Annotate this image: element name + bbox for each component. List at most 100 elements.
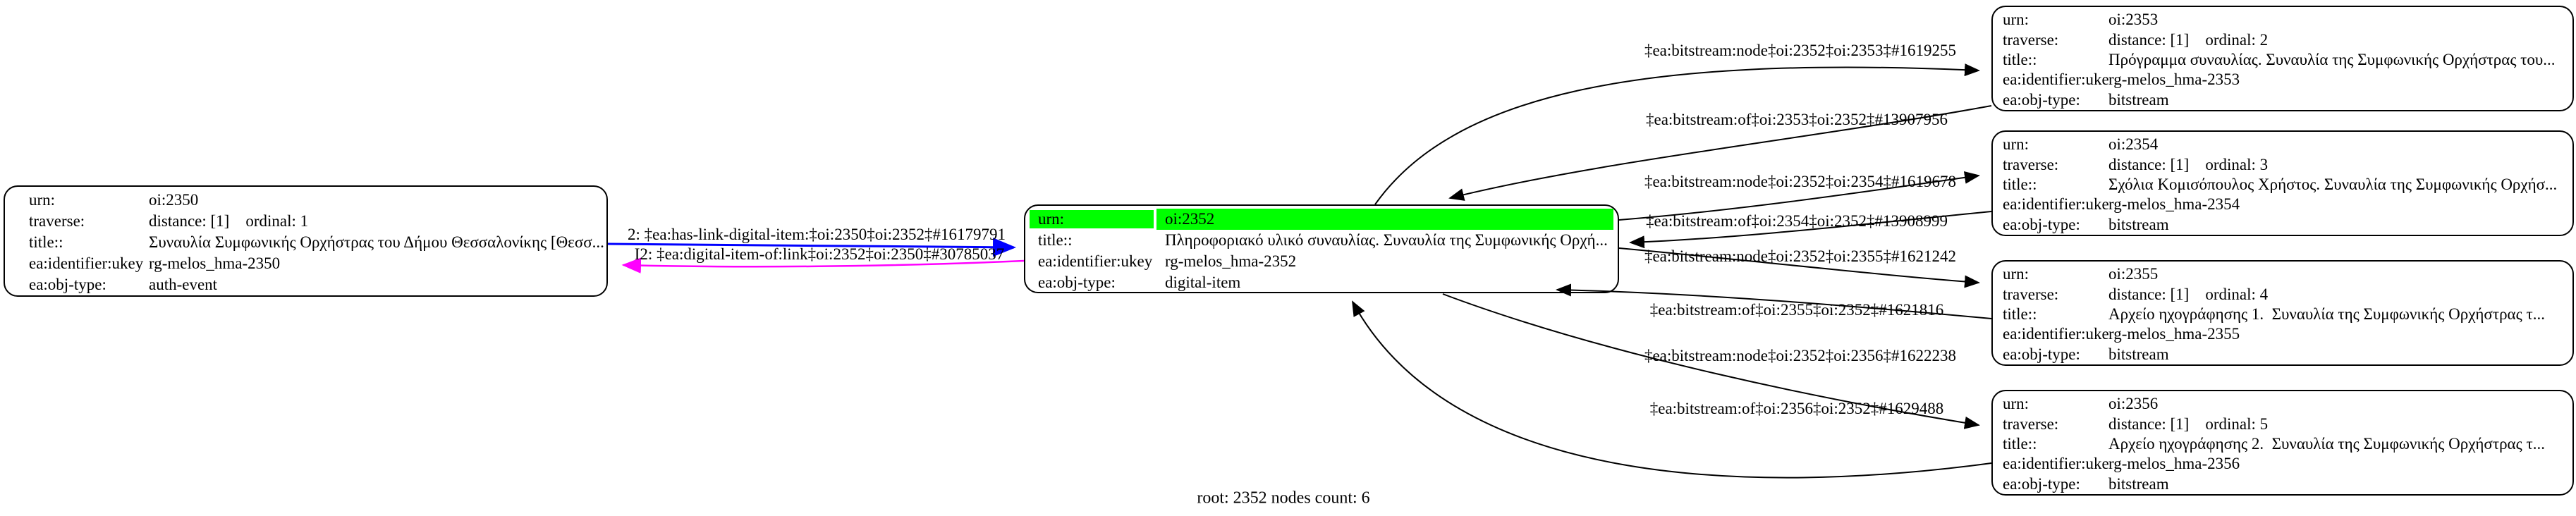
field-value: Πρόγραμμα συναυλίας. Συναυλία της Συμφων… [2108, 50, 2556, 68]
node-oi-2353: urn: oi:2353 traverse: distance: [1] ordin… [1991, 6, 2574, 111]
field-value: oi:2356 [2108, 395, 2159, 413]
field-value: Συναυλία Συμφωνικής Ορχήστρας του Δήμου … [149, 233, 604, 251]
field-value: rg-melos_hma-2356 [2108, 455, 2240, 473]
record-row: title::Σχόλια Κομισόπουλος Χρήστος. Συνα… [1993, 175, 2572, 195]
record-row: ea:obj-type: digital-item [1025, 272, 1618, 293]
edge-label-bitstream-of-2355: ‡ea:bitstream:of‡oi:2355‡oi:2352‡#162181… [1649, 301, 1944, 319]
field-label: urn: [2003, 11, 2029, 29]
record-row: title::Πληροφοριακό υλικό συναυλίας. Συν… [1025, 230, 1618, 251]
field-label: ea:obj-type: [29, 276, 106, 293]
field-value: oi:2350 [149, 191, 199, 209]
node-oi-2354: urn: oi:2354 traverse: distance: [1] ordin… [1991, 130, 2574, 236]
field-label: ea:identifier:ukey [2003, 195, 2108, 214]
node-oi-2352-root: urn:oi:2352 title::Πληροφοριακό υλικό συ… [1024, 204, 1619, 293]
edge-label-bitstream-of-2354: ‡ea:bitstream:of‡oi:2354‡oi:2352‡#139089… [1645, 212, 1948, 230]
field-label: title:: [2003, 50, 2037, 68]
field-value: rg-melos_hma-2352 [1165, 252, 1297, 270]
field-label: traverse: [29, 212, 85, 230]
node-oi-2350: urn: oi:2350 traverse:distance: [1] ordin… [4, 185, 608, 297]
field-value: distance: [1] ordinal: 4 [2108, 285, 2269, 303]
record-row: traverse: distance: [1] ordinal: 5 [1993, 414, 2572, 434]
field-label: traverse: [2003, 285, 2059, 303]
edge-label-bitstream-of-2356: ‡ea:bitstream:of‡oi:2356‡oi:2352‡#162948… [1649, 400, 1944, 417]
field-label: ea:identifier:ukey [2003, 325, 2108, 343]
field-label: traverse: [2003, 155, 2059, 173]
record-row: ea:obj-type:bitstream [1993, 90, 2572, 110]
field-value: distance: [1] ordinal: 5 [2108, 414, 2269, 433]
field-label: traverse: [2003, 414, 2059, 433]
field-label: urn: [2003, 265, 2029, 283]
node-oi-2355: urn: oi:2355 traverse: distance: [1] ordin… [1991, 260, 2574, 366]
field-label: title:: [29, 233, 63, 251]
field-label: title:: [2003, 434, 2037, 453]
field-value: oi:2355 [2108, 265, 2159, 283]
field-value: Αρχείο ηχογράφησης 1. Συναυλία της Συμφω… [2108, 305, 2545, 323]
edge-label-bitstream-node-2355: ‡ea:bitstream:node‡oi:2352‡oi:2355‡#1621… [1644, 247, 1957, 265]
field-label: traverse: [2003, 30, 2059, 49]
edge-label-bitstream-node-2354: ‡ea:bitstream:node‡oi:2352‡oi:2354‡#1619… [1644, 173, 1957, 190]
record-row: traverse: distance: [1] ordinal: 4 [1993, 284, 2572, 304]
edge-label-digital-item-of-link: I2: ‡ea:digital-item-of:link‡oi:2352‡oi:… [634, 245, 1005, 263]
field-value: digital-item [1165, 274, 1241, 291]
field-label: title:: [1038, 231, 1073, 249]
field-value: oi:2353 [2108, 11, 2159, 29]
field-value: Αρχείο ηχογράφησης 2. Συναυλία της Συμφω… [2108, 434, 2545, 453]
record-row-highlighted: urn:oi:2352 [1025, 209, 1618, 230]
field-label: ea:identifier:ukey [2003, 455, 2108, 473]
field-label: title:: [2003, 175, 2037, 193]
record-row: urn: oi:2355 [1993, 264, 2572, 284]
record-row: urn: oi:2350 [5, 190, 606, 211]
record-row: ea:obj-type: auth-event [5, 274, 606, 295]
record-row: traverse: distance: [1] ordinal: 3 [1993, 154, 2572, 174]
field-label: urn: [29, 191, 56, 209]
field-label: ea:obj-type: [2003, 474, 2080, 493]
edge-label-bitstream-node-2356: ‡ea:bitstream:node‡oi:2352‡oi:2356‡#1622… [1644, 347, 1957, 364]
field-value: rg-melos_hma-2350 [149, 254, 281, 272]
field-value: bitstream [2108, 474, 2169, 493]
record-row: title::Αρχείο ηχογράφησης 1. Συναυλία τη… [1993, 305, 2572, 324]
record-row: urn: oi:2353 [1993, 10, 2572, 30]
field-label: ea:obj-type: [2003, 90, 2080, 109]
field-value: rg-melos_hma-2354 [2108, 195, 2240, 214]
field-value: Πληροφοριακό υλικό συναυλίας. Συναυλία τ… [1165, 231, 1608, 249]
field-label: ea:identifier:ukey [29, 254, 144, 272]
record-row: ea:obj-type: bitstream [1993, 345, 2572, 364]
record-row: traverse:distance: [1] ordinal: 1 [5, 211, 606, 232]
field-label: urn: [2003, 395, 2029, 413]
field-label: ea:identifier:ukey [1038, 252, 1153, 270]
edge-label-has-link-digital-item: 2: ‡ea:has-link-digital-item:‡oi:2350‡oi… [628, 226, 1006, 243]
edge-label-bitstream-node-2353: ‡ea:bitstream:node‡oi:2352‡oi:2353‡#1619… [1644, 42, 1957, 59]
field-value: Σχόλια Κομισόπουλος Χρήστος. Συναυλία τη… [2108, 175, 2558, 193]
edge-label-bitstream-of-2353: ‡ea:bitstream:of‡oi:2353‡oi:2352‡#139079… [1645, 111, 1948, 128]
graph-footer: root: 2352 nodes count: 6 [1197, 489, 1370, 508]
field-value: rg-melos_hma-2355 [2108, 325, 2240, 343]
field-value: oi:2354 [2108, 135, 2159, 154]
field-value: distance: [1] ordinal: 3 [2108, 155, 2269, 173]
field-label: ea:identifier:ukey [2003, 70, 2108, 89]
field-value: rg-melos_hma-2353 [2108, 70, 2240, 89]
record-row: ea:identifier:ukey rg-melos_hma-2352 [1025, 251, 1618, 272]
record-row: ea:obj-type: bitstream [1993, 474, 2572, 494]
field-label: ea:obj-type: [2003, 215, 2080, 233]
record-row: ea:obj-type:bitstream [1993, 215, 2572, 235]
record-row: urn: oi:2356 [1993, 394, 2572, 414]
field-value: oi:2352 [1156, 209, 1613, 230]
field-value: distance: [1] ordinal: 2 [2108, 30, 2269, 49]
field-label: ea:obj-type: [2003, 345, 2080, 363]
field-label: urn: [2003, 135, 2029, 154]
record-row: title::Συναυλία Συμφωνικής Ορχήστρας του… [5, 232, 606, 253]
field-value: auth-event [149, 276, 218, 293]
node-oi-2356: urn: oi:2356 traverse: distance: [1] ordin… [1991, 390, 2574, 496]
field-value: bitstream [2108, 345, 2169, 363]
field-label: urn: [1030, 210, 1154, 228]
record-row: urn: oi:2354 [1993, 135, 2572, 154]
field-label: title:: [2003, 305, 2037, 323]
field-label: ea:obj-type: [1038, 274, 1116, 291]
record-row: traverse: distance: [1] ordinal: 2 [1993, 30, 2572, 49]
edge-bitstream-of-2356 [1352, 300, 1992, 479]
